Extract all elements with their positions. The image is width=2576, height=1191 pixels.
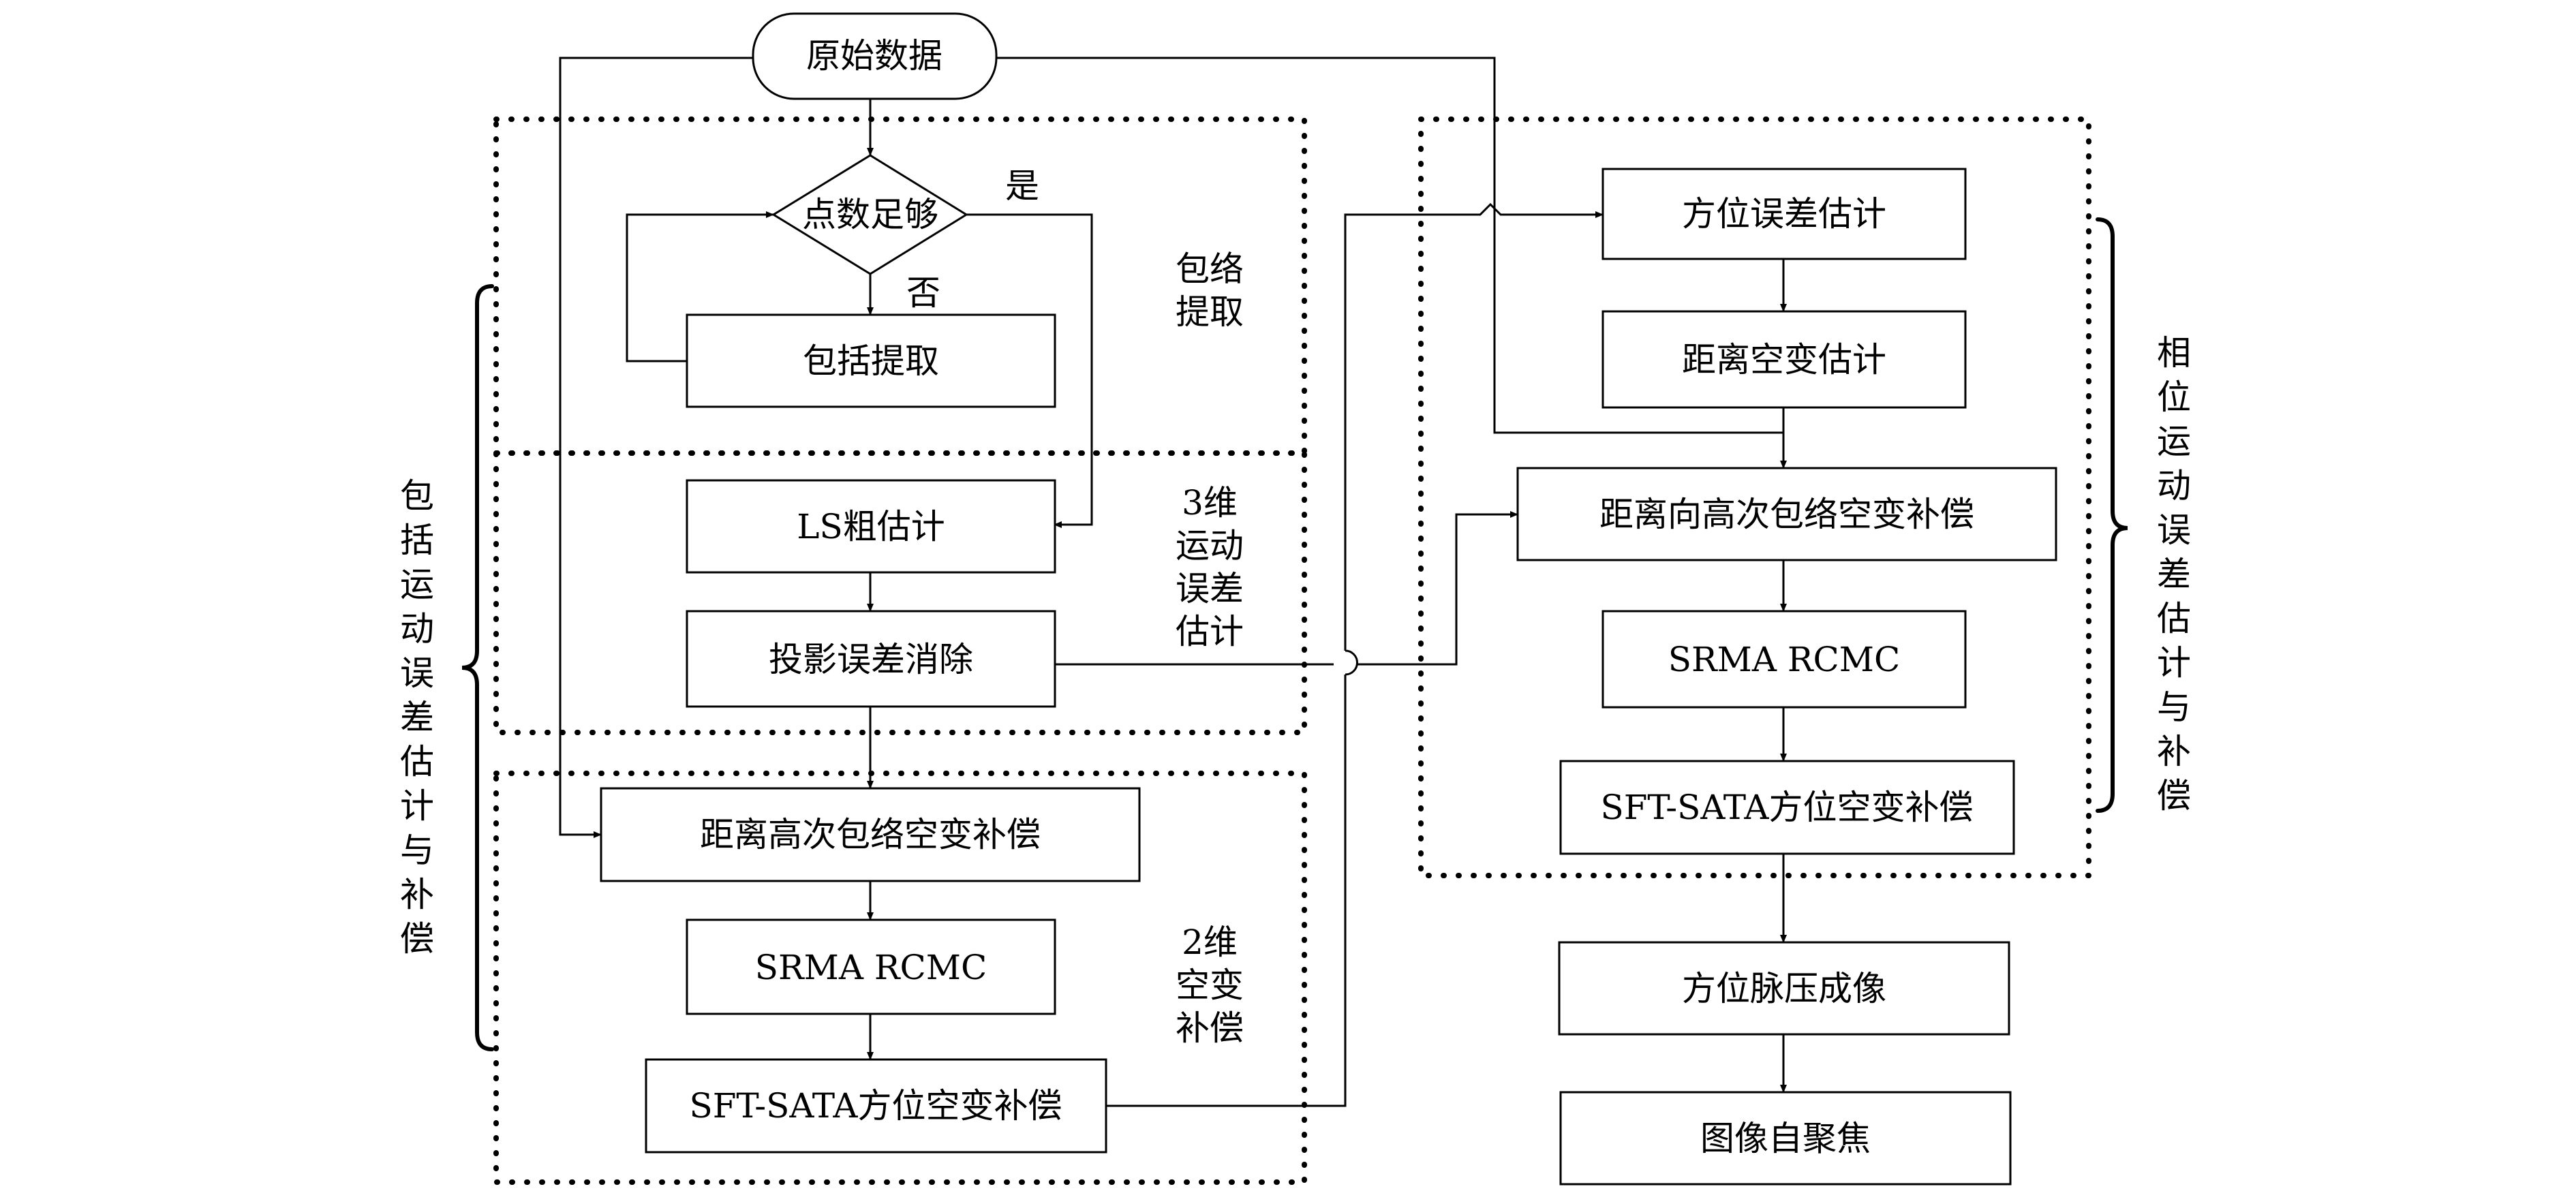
spatial-2d-group-line: 2维 xyxy=(1182,923,1238,962)
right-side-char: 差 xyxy=(2157,555,2191,594)
yes-label: 是 xyxy=(1005,166,1039,206)
right-side-char: 估 xyxy=(2157,599,2191,638)
spatial-2d-group-label: 2维 空变 补偿 xyxy=(1176,923,1244,1048)
right-side-char: 动 xyxy=(2157,466,2191,506)
left-side-char: 运 xyxy=(400,565,434,604)
motion-3d-group-label: 3维 运动 误差 估计 xyxy=(1176,483,1244,651)
right-side-label: 相 位 运 动 误 差 估 计 与 补 偿 xyxy=(2157,333,2191,816)
range-variant-node: 距离空变估计 xyxy=(1601,310,1967,409)
motion-3d-group-line: 3维 xyxy=(1182,483,1238,523)
range-variant-label: 距离空变估计 xyxy=(1682,340,1886,380)
right-side-char: 计 xyxy=(2157,643,2191,683)
right-side-char: 位 xyxy=(2157,377,2191,417)
right-brace xyxy=(2096,217,2128,813)
left-side-label: 包 括 运 动 误 差 估 计 与 补 偿 xyxy=(400,476,434,959)
left-side-char: 偿 xyxy=(400,919,434,959)
right-side-char: 补 xyxy=(2157,732,2191,771)
left-side-char: 误 xyxy=(400,653,434,693)
left-side-char: 估 xyxy=(400,742,434,782)
motion-3d-group-line: 估计 xyxy=(1176,612,1244,651)
right-sft-node: SFT-SATA方位空变补偿 xyxy=(1559,760,2015,855)
ls-estimate-label: LS粗估计 xyxy=(797,507,945,546)
motion-3d-group-line: 运动 xyxy=(1176,526,1244,566)
left-sft-label: SFT-SATA方位空变补偿 xyxy=(689,1086,1062,1126)
right-side-char: 误 xyxy=(2157,510,2191,550)
left-side-char: 包 xyxy=(400,476,434,516)
right-side-char: 相 xyxy=(2157,333,2191,373)
left-side-char: 计 xyxy=(400,786,434,826)
envelope-group-line: 提取 xyxy=(1176,292,1244,332)
right-range-comp-label: 距离向高次包络空变补偿 xyxy=(1599,495,1974,534)
left-side-char: 括 xyxy=(400,521,434,560)
connectors xyxy=(559,57,1787,1107)
motion-3d-group-frame xyxy=(493,450,1307,735)
autofocus-node: 图像自聚焦 xyxy=(1559,1091,2012,1186)
right-side-char: 偿 xyxy=(2157,776,2191,816)
left-range-comp-label: 距离高次包络空变补偿 xyxy=(700,815,1041,854)
azimuth-error-node: 方位误差估计 xyxy=(1601,168,1967,260)
spatial-2d-group-frame xyxy=(493,771,1307,1185)
raw-data-node: 原始数据 xyxy=(752,12,998,100)
autofocus-label: 图像自聚焦 xyxy=(1700,1119,1871,1158)
projection-removal-label: 投影误差消除 xyxy=(769,640,973,679)
left-side-char: 动 xyxy=(400,609,434,649)
left-sft-node: SFT-SATA方位空变补偿 xyxy=(645,1058,1107,1154)
right-side-char: 与 xyxy=(2157,687,2191,727)
azimuth-error-label: 方位误差估计 xyxy=(1682,194,1886,234)
ls-estimate-node: LS粗估计 xyxy=(686,479,1056,574)
azimuth-compress-node: 方位脉压成像 xyxy=(1558,941,2010,1036)
right-range-comp-node: 距离向高次包络空变补偿 xyxy=(1516,467,2057,561)
left-srma-node: SRMA RCMC xyxy=(686,918,1056,1015)
azimuth-compress-label: 方位脉压成像 xyxy=(1682,969,1886,1008)
envelope-extract-label: 包括提取 xyxy=(803,341,939,381)
envelope-group-label: 包络 提取 xyxy=(1176,249,1244,332)
raw-data-label: 原始数据 xyxy=(806,36,942,76)
right-sft-label: SFT-SATA方位空变补偿 xyxy=(1600,788,1973,827)
left-range-comp-node: 距离高次包络空变补偿 xyxy=(600,787,1141,882)
left-brace xyxy=(461,284,494,1051)
spatial-2d-group-line: 空变 xyxy=(1176,965,1244,1005)
spatial-2d-group-line: 补偿 xyxy=(1176,1008,1244,1048)
right-srma-node: SRMA RCMC xyxy=(1601,610,1967,709)
right-side-char: 运 xyxy=(2157,422,2191,461)
decision-node: 点数足够 xyxy=(771,154,968,275)
left-side-char: 补 xyxy=(400,875,434,914)
projection-removal-node: 投影误差消除 xyxy=(686,610,1056,708)
envelope-group-line: 包络 xyxy=(1176,249,1244,289)
left-side-char: 差 xyxy=(400,698,434,737)
decision-label: 点数足够 xyxy=(802,195,938,234)
no-label: 否 xyxy=(906,273,940,313)
motion-3d-group-line: 误差 xyxy=(1176,569,1244,608)
right-srma-label: SRMA RCMC xyxy=(1668,640,1900,679)
envelope-extract-node: 包括提取 xyxy=(686,313,1056,408)
left-side-char: 与 xyxy=(400,831,434,870)
left-srma-label: SRMA RCMC xyxy=(755,948,987,987)
